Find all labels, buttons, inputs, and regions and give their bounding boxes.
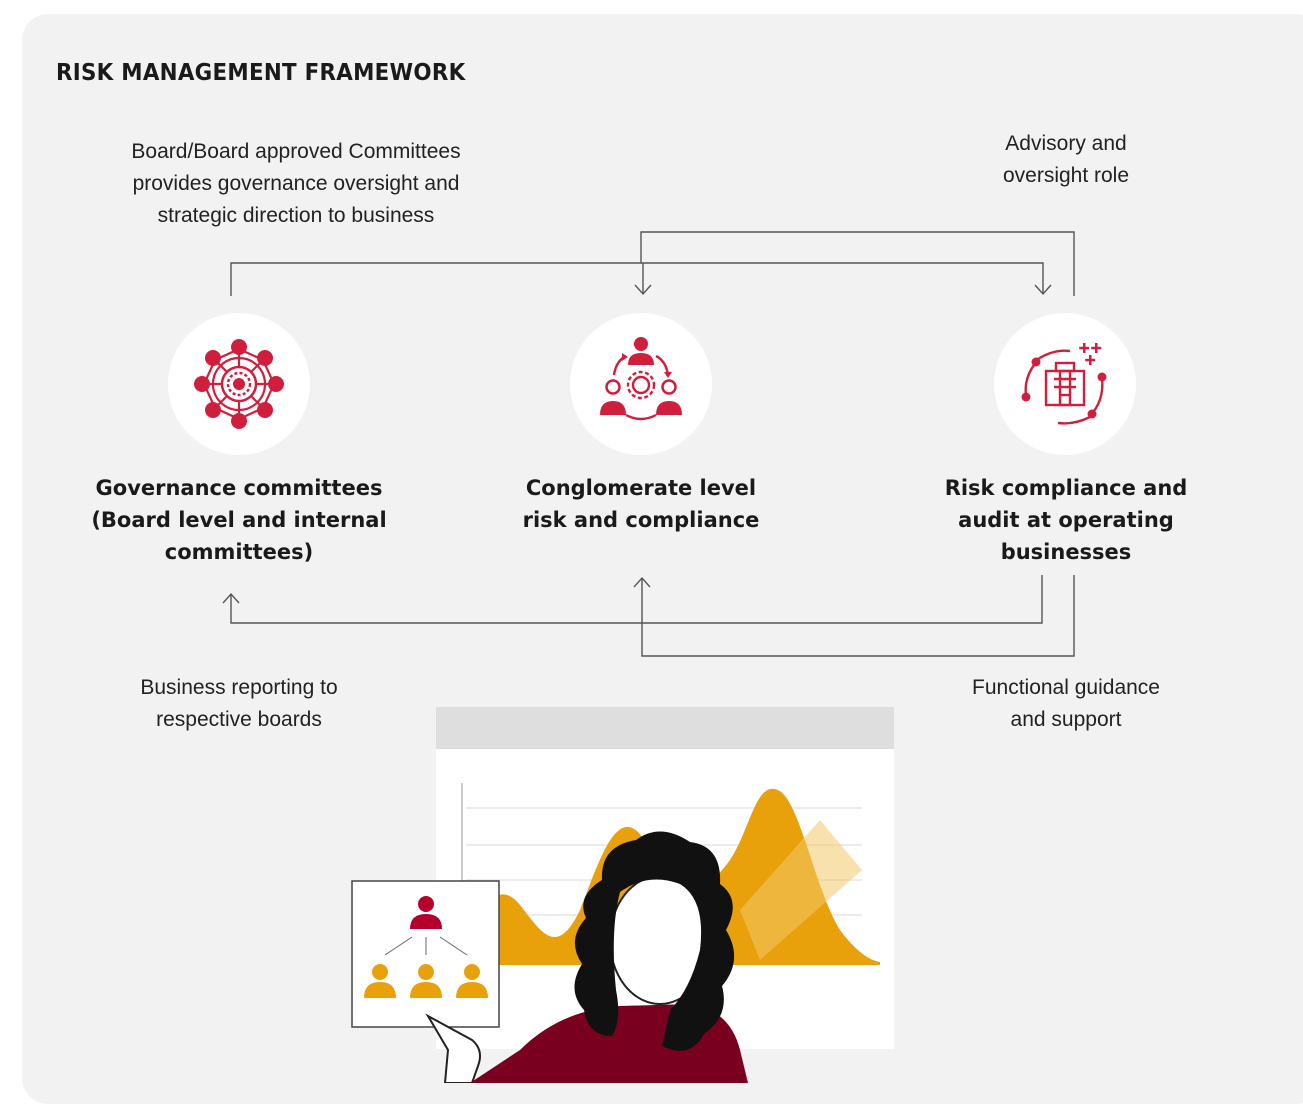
conglomerate-node-circle [570, 313, 712, 455]
business-reporting-line [230, 575, 1043, 624]
team-cycle-gear-icon [600, 337, 682, 421]
conglomerate-risk-label: Conglomerate level risk and compliance [522, 476, 760, 532]
governance-oversight-line [230, 262, 1044, 296]
operating-businesses-label: Risk compliance and audit at operating b… [944, 476, 1188, 564]
arrow-down-conglomerate-icon [634, 284, 652, 296]
arrow-down-operating-icon [1034, 284, 1052, 296]
governance-node-circle [168, 313, 310, 455]
presenter-hair-shape [574, 831, 735, 1051]
note-functional-guidance: Functional guidance and support [972, 676, 1160, 731]
pointing-hand-shape [425, 1013, 481, 1083]
functional-guidance-line [641, 575, 1075, 657]
note-board-governance: Board/Board approved Committees provides… [131, 140, 461, 227]
page-title: RISK MANAGEMENT FRAMEWORK [56, 60, 466, 86]
presentation-board [436, 707, 894, 1049]
arrow-up-governance-icon [222, 592, 240, 604]
advisory-line [640, 231, 1075, 296]
note-advisory-role: Advisory and oversight role [1002, 132, 1130, 187]
network-hub-icon [194, 339, 284, 429]
presenter-figure [425, 831, 748, 1083]
governance-committees-label: Governance committees (Board level and i… [91, 476, 387, 564]
arrow-up-conglomerate-icon [633, 576, 651, 588]
note-business-reporting: Business reporting to respective boards [140, 676, 338, 731]
operating-node-circle [994, 313, 1136, 455]
building-cycle-icon [1021, 343, 1107, 425]
org-chart-card [351, 880, 500, 1028]
